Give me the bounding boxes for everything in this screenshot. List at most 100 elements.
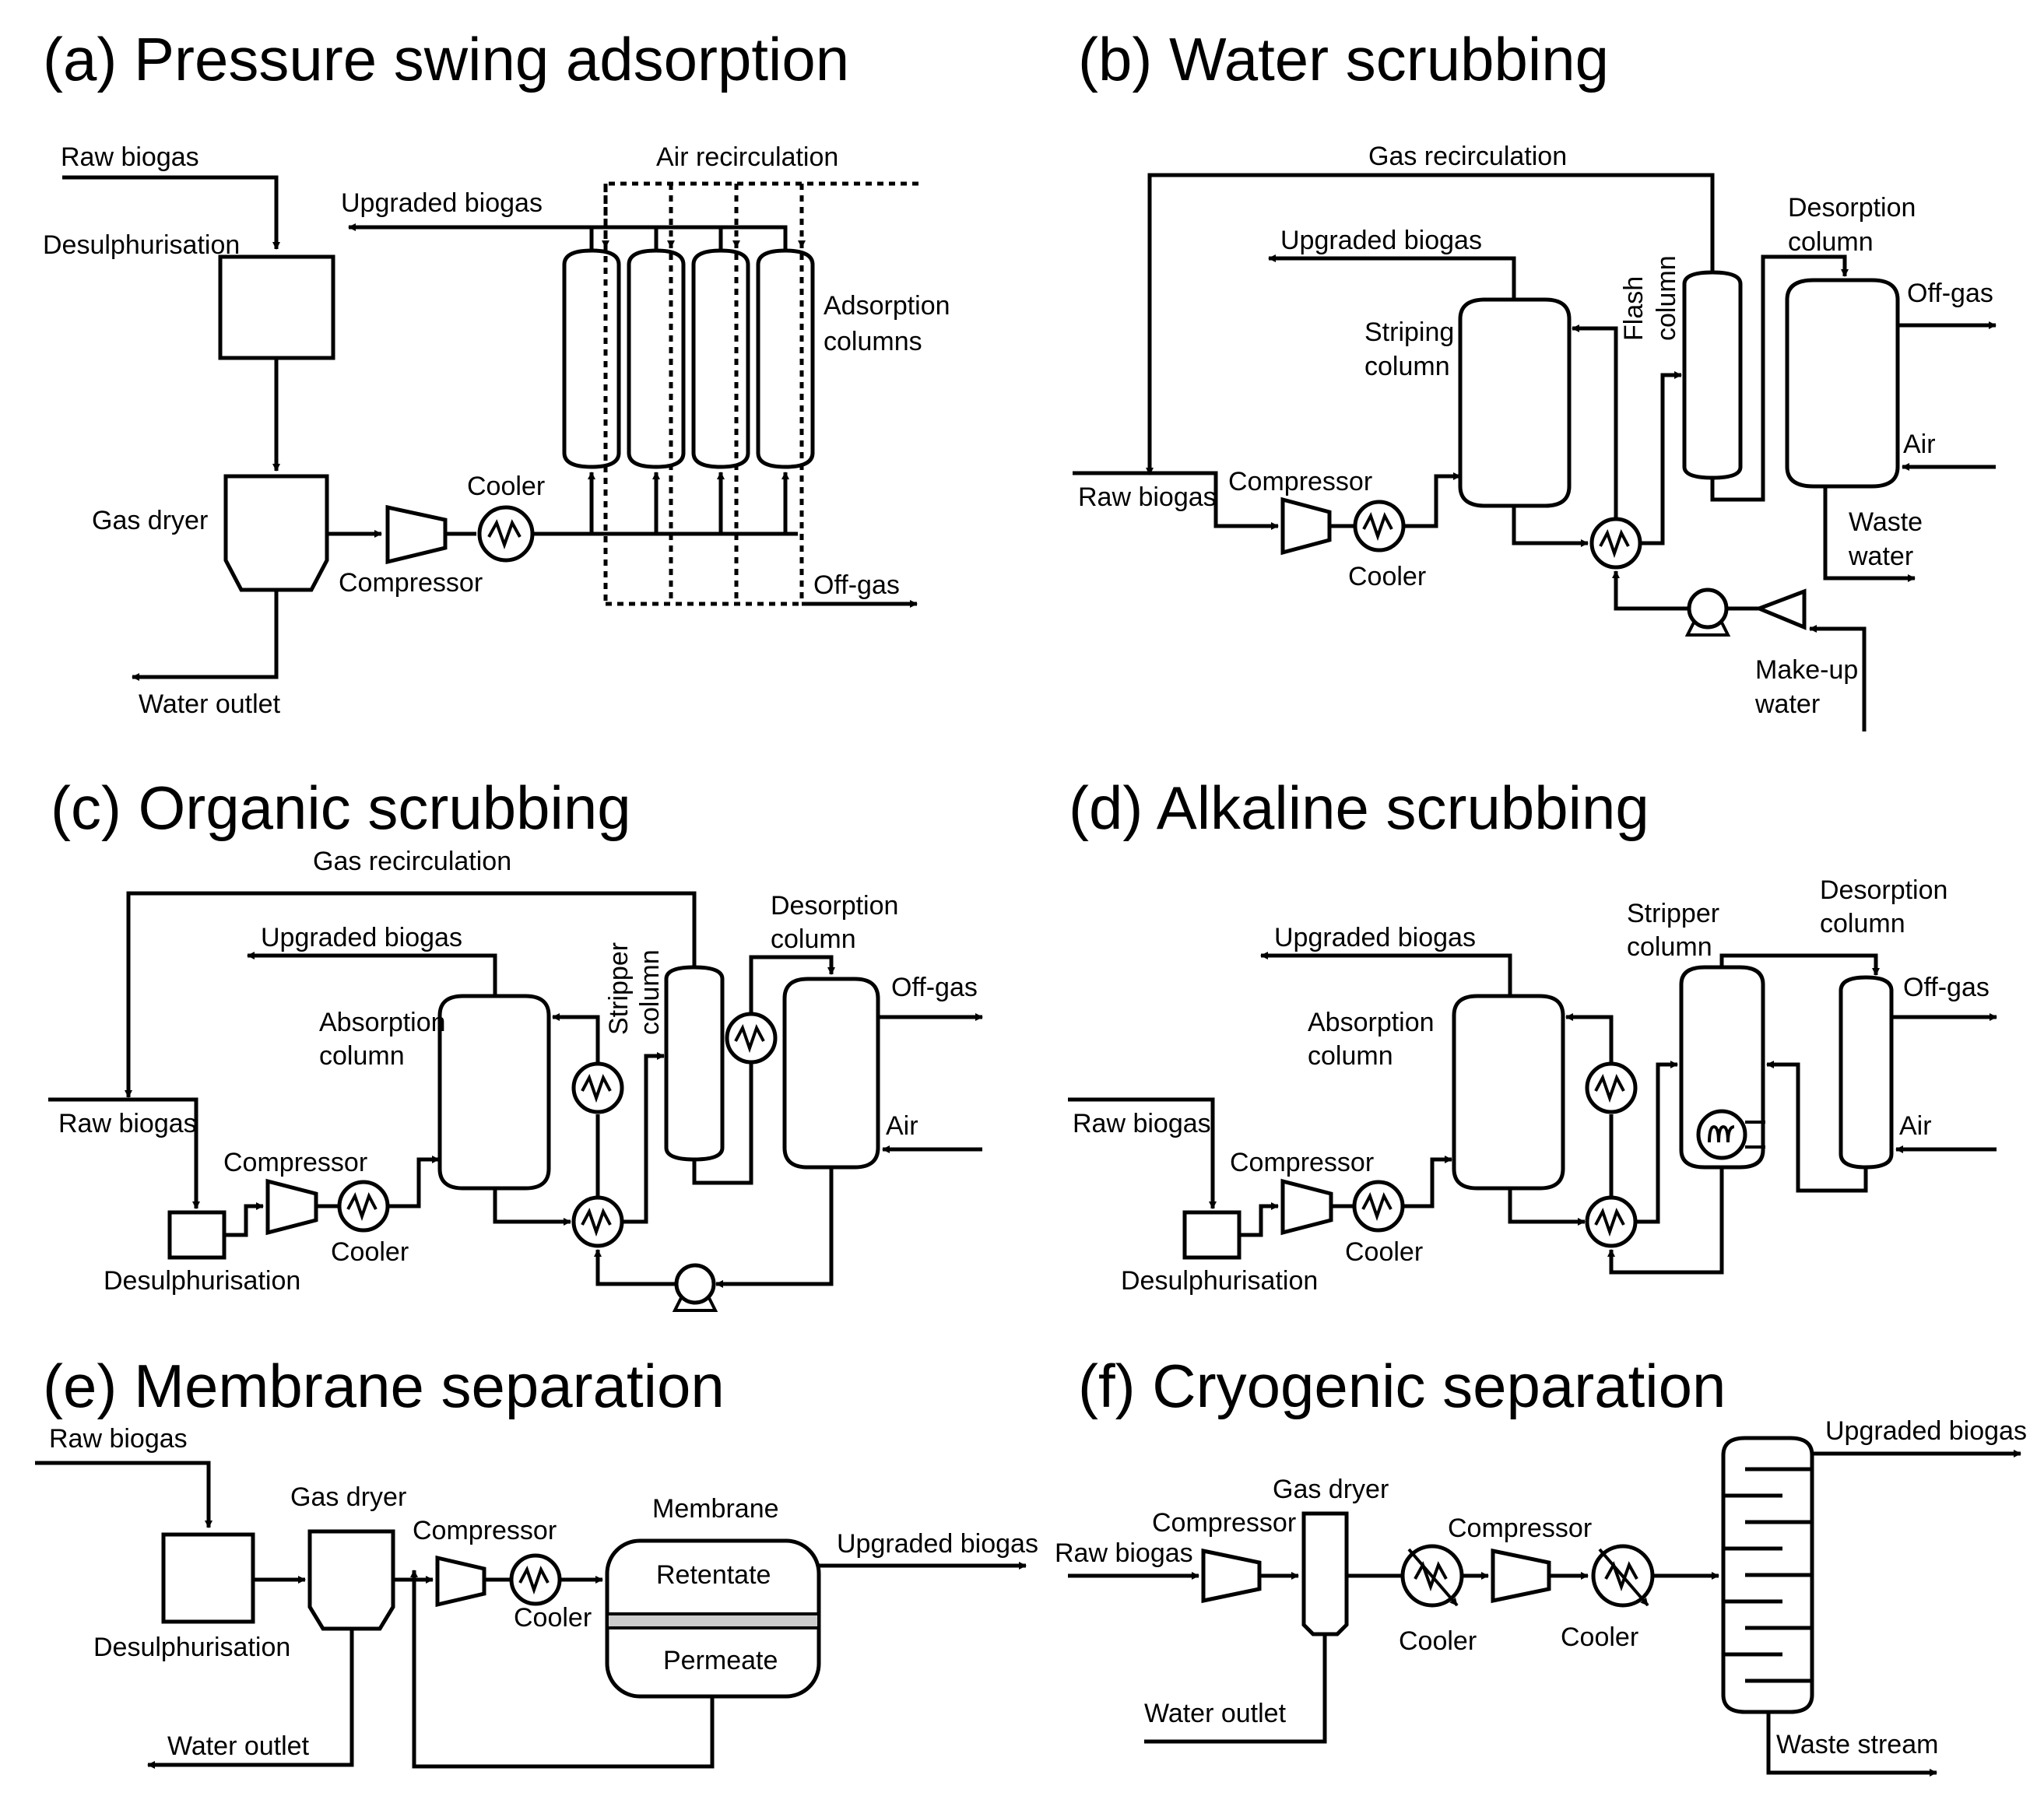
flash-column <box>1682 270 1743 480</box>
label-cooler: Cooler <box>467 472 545 501</box>
label-compressor: Compressor <box>1230 1148 1374 1177</box>
label-air: Air <box>886 1111 918 1141</box>
label-raw-biogas: Raw biogas <box>1073 1109 1211 1138</box>
label-make-up-water: water <box>1754 689 1820 719</box>
heat-exchanger-icon <box>1587 1198 1635 1246</box>
panel-d-title: (d) Alkaline scrubbing <box>1069 773 1649 842</box>
label-desulphurisation: Desulphurisation <box>43 230 240 260</box>
compressor-icon <box>435 1555 486 1608</box>
label-upgraded-biogas: Upgraded biogas <box>1280 226 1482 255</box>
label-off-gas: Off-gas <box>813 570 900 600</box>
label-absorption: Absorption <box>319 1008 446 1037</box>
flash-to-desorption-line <box>1710 254 1849 502</box>
label-striping-column: column <box>1364 352 1450 381</box>
label-gas-dryer: Gas dryer <box>92 506 208 535</box>
absorption-column <box>1452 994 1565 1191</box>
cooler-icon <box>339 1182 388 1230</box>
absorption-column <box>437 994 551 1191</box>
makeup-filter <box>1754 588 1807 630</box>
label-stripper-column: column <box>635 949 665 1035</box>
label-make-up: Make-up <box>1755 655 1858 685</box>
compressor-icon <box>385 504 448 565</box>
desulphurisation-unit <box>161 1532 255 1624</box>
heat-exchanger-icon <box>1592 519 1640 567</box>
cooler-1-icon <box>1403 1546 1462 1605</box>
lean-cooler-icon <box>574 1064 622 1112</box>
panel-b: (b) Water scrubbing Gas recirculation <box>1073 25 1997 731</box>
raw-biogas-line <box>35 1461 212 1528</box>
panel-f: (f) Cryogenic separation Upgraded biogas… <box>1055 1352 2027 1777</box>
panel-e: (e) Membrane separation Raw biogas Gas d… <box>35 1352 1038 1769</box>
cooler-to-stripper-line <box>1403 472 1461 528</box>
label-gas-recirculation: Gas recirculation <box>1368 142 1567 171</box>
label-columns: columns <box>824 327 922 356</box>
label-desorption-column: column <box>771 924 856 954</box>
water-outlet-line <box>132 590 279 681</box>
gas-recirculation-line <box>125 891 697 1098</box>
adsorption-column-1 <box>562 248 621 469</box>
label-air-recirculation: Air recirculation <box>656 142 838 172</box>
label-cooler: Cooler <box>1345 1237 1423 1267</box>
label-waste: Waste <box>1849 507 1923 537</box>
label-raw-biogas: Raw biogas <box>1055 1538 1193 1568</box>
stripper-to-desorption-line <box>1719 953 1880 976</box>
label-gas-dryer: Gas dryer <box>1273 1475 1389 1504</box>
panel-b-title: (b) Water scrubbing <box>1078 25 1609 93</box>
label-desorption: Desorption <box>1820 875 1947 905</box>
compressor-icon <box>265 1178 318 1236</box>
raw-biogas-line <box>1068 1097 1217 1209</box>
label-desorption: Desorption <box>1788 193 1916 223</box>
label-desorption-column: column <box>1788 227 1874 257</box>
adsorption-column-3 <box>691 248 750 469</box>
label-desulphurisation: Desulphurisation <box>1121 1266 1318 1296</box>
label-cooler: Cooler <box>331 1237 409 1267</box>
label-desulphurisation: Desulphurisation <box>104 1266 300 1296</box>
desorption-column <box>782 977 880 1170</box>
label-membrane: Membrane <box>652 1494 779 1524</box>
label-striping: Striping <box>1364 317 1454 347</box>
cooler-icon <box>1354 1182 1403 1230</box>
label-water-outlet: Water outlet <box>167 1731 310 1761</box>
label-upgraded-biogas: Upgraded biogas <box>1825 1416 2027 1446</box>
cooler-2-icon <box>1593 1546 1652 1605</box>
label-adsorption: Adsorption <box>824 291 950 321</box>
upgraded-biogas-line <box>1268 254 1516 300</box>
desulphurisation-unit <box>218 254 335 360</box>
pump-icon <box>675 1265 715 1310</box>
label-water-outlet: Water outlet <box>1144 1699 1287 1728</box>
pump-icon <box>1688 590 1728 635</box>
water-outlet-line <box>147 1629 354 1769</box>
raw-biogas-line <box>48 1097 200 1209</box>
compressor-icon <box>1280 496 1332 556</box>
reboiler-icon <box>1696 1109 1747 1160</box>
permeate-recycle-line <box>412 1580 715 1769</box>
raw-biogas-line <box>1073 471 1279 530</box>
adsorption-column-4 <box>756 248 815 469</box>
stripper-to-desorption-line <box>692 955 835 1185</box>
label-desorption-column: column <box>1820 909 1905 938</box>
label-off-gas: Off-gas <box>891 973 978 1002</box>
label-off-gas: Off-gas <box>1907 279 1993 308</box>
panel-a: (a) Pressure swing adsorption <box>43 25 950 719</box>
label-compressor: Compressor <box>339 568 483 598</box>
cooler-icon <box>1355 502 1403 550</box>
label-air: Air <box>1899 1111 1932 1141</box>
label-compressor: Compressor <box>1228 467 1372 496</box>
compressor-2-icon <box>1491 1548 1551 1604</box>
label-upgraded-biogas: Upgraded biogas <box>837 1529 1038 1559</box>
panel-d: (d) Alkaline scrubbing Desorption column… <box>1068 773 1997 1296</box>
desulphurisation-unit <box>1182 1210 1242 1260</box>
label-flash-column: column <box>1652 255 1681 341</box>
label-upgraded-biogas: Upgraded biogas <box>1274 923 1476 952</box>
raw-biogas-line <box>62 175 280 250</box>
label-stripper-column: column <box>1627 932 1712 962</box>
label-gas-dryer: Gas dryer <box>290 1482 406 1512</box>
label-absorption-column: column <box>319 1041 405 1071</box>
lean-cooler-icon <box>1587 1064 1635 1112</box>
label-waste-stream: Waste stream <box>1776 1730 1938 1759</box>
label-off-gas: Off-gas <box>1903 973 1990 1002</box>
column-trays <box>1723 1467 1812 1683</box>
panel-a-title: (a) Pressure swing adsorption <box>43 25 849 93</box>
desulphurisation-unit <box>167 1210 227 1260</box>
